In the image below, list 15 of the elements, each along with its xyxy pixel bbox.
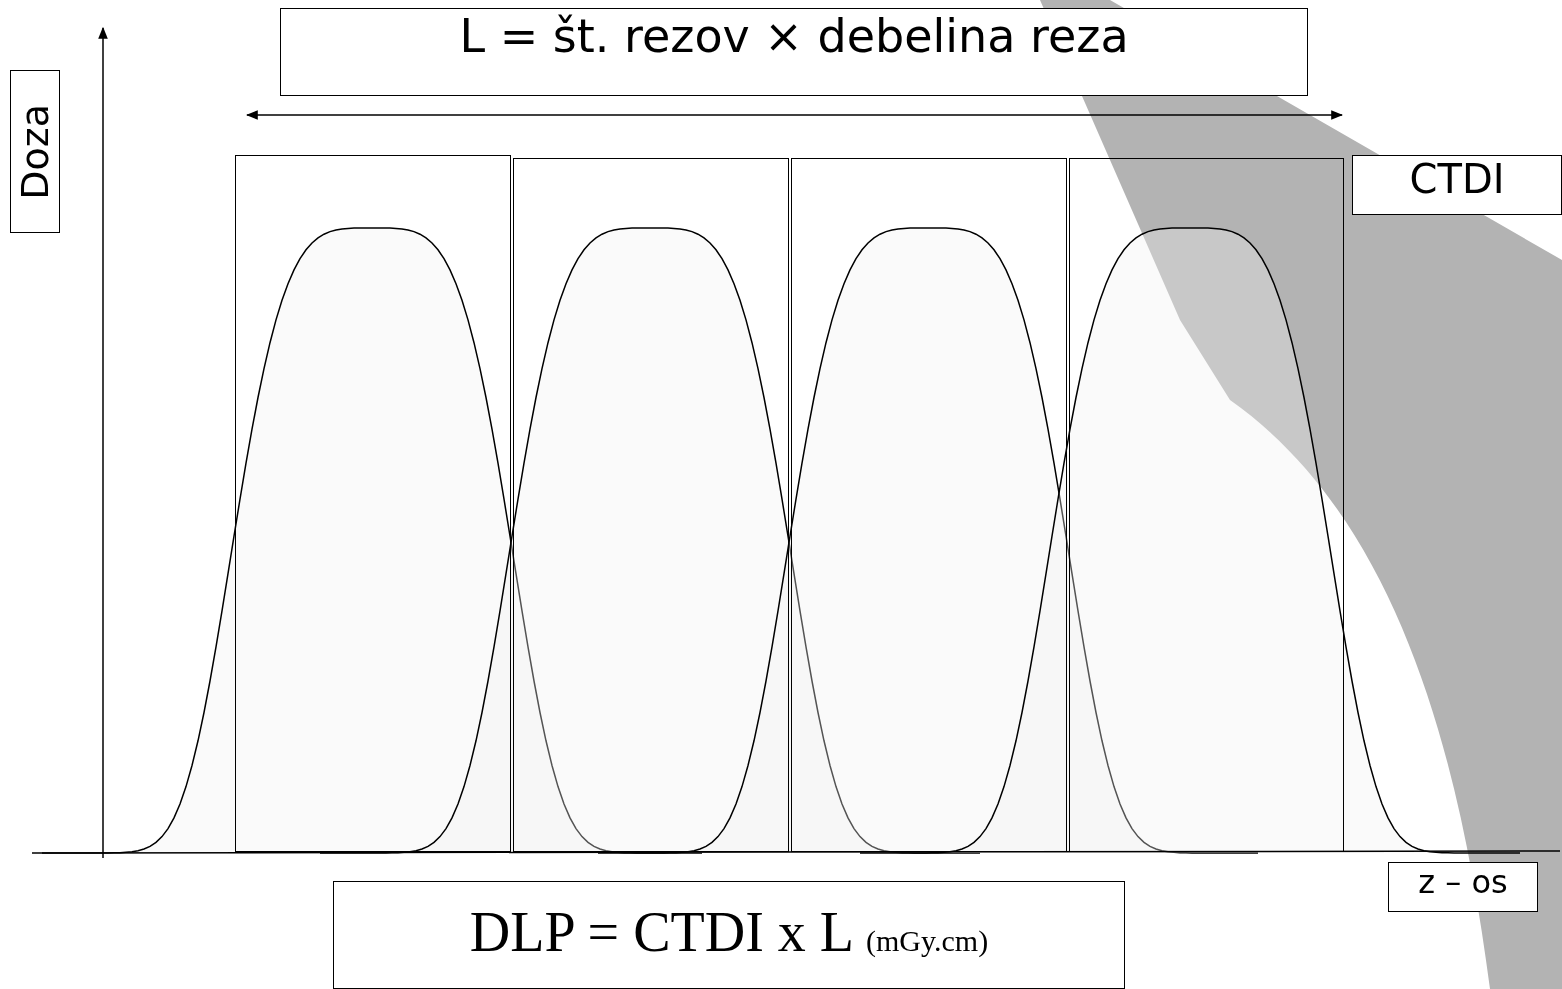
slice-box <box>235 155 511 852</box>
label-text: CTDI <box>1409 156 1505 202</box>
label-text: L = št. rezov × debelina reza <box>459 9 1129 63</box>
label-text: z – os <box>1418 863 1508 901</box>
label-text: DLP = CTDI x L <box>469 900 854 964</box>
slice-box <box>1069 158 1344 852</box>
label-box <box>280 8 1308 96</box>
slice-box <box>513 158 789 852</box>
label-box <box>10 70 60 233</box>
label-box <box>1388 862 1538 912</box>
label-text: Doza <box>13 103 57 200</box>
label-box <box>1352 155 1562 215</box>
label-text: (mGy.cm) <box>866 924 989 958</box>
label-box <box>333 881 1125 989</box>
slice-box <box>791 158 1067 852</box>
